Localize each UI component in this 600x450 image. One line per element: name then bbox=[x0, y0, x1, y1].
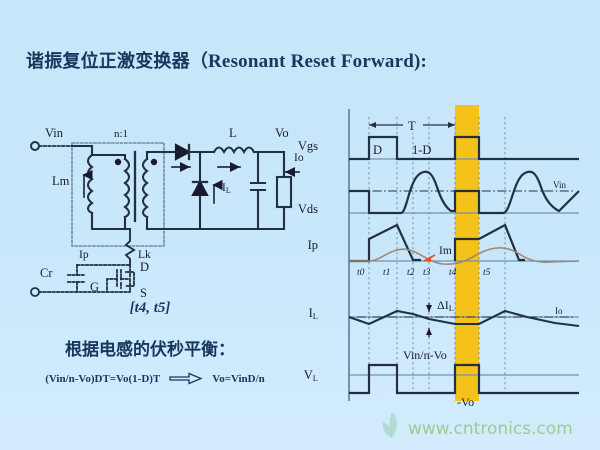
label-drain: D bbox=[140, 260, 149, 274]
label-duty-on: D bbox=[373, 143, 382, 157]
label-inductor: L bbox=[229, 126, 237, 140]
label-lk: Lk bbox=[138, 249, 151, 261]
label-im: Im bbox=[439, 245, 452, 257]
label-source: S bbox=[140, 286, 147, 300]
interval-label: [t4, t5] bbox=[129, 300, 171, 316]
formula-right-side: Vo=VinD/n bbox=[212, 372, 265, 385]
page-title-paren-close: ): bbox=[414, 51, 428, 72]
time-mark-t0: t0 bbox=[357, 268, 365, 278]
axis-label-vgs: Vgs bbox=[298, 139, 318, 153]
label-io: Io bbox=[294, 152, 304, 164]
trace-im bbox=[349, 247, 580, 266]
label-delta-il: ΔIL bbox=[437, 298, 454, 313]
time-mark-t3: t3 bbox=[423, 268, 431, 278]
label-duty-off: 1-D bbox=[412, 143, 431, 157]
watermark-text: www.cntronics.com bbox=[408, 419, 573, 439]
page-title: 谐振复位正激变换器（Resonant Reset Forward): bbox=[26, 47, 427, 73]
axis-label-vds: Vds bbox=[298, 202, 318, 216]
axis-label-vl: VL bbox=[304, 368, 318, 383]
axis-label-il: IL bbox=[309, 306, 318, 321]
page-title-chinese: 谐振复位正激变换器 bbox=[26, 51, 190, 72]
time-mark-t4: t4 bbox=[449, 268, 457, 278]
trace-vgs bbox=[349, 135, 579, 161]
time-mark-t5: t5 bbox=[483, 268, 491, 278]
formula-left-side: (Vin/n-Vo)DT=Vo(1-D)T bbox=[45, 372, 161, 385]
label-vin: Vin bbox=[45, 126, 64, 140]
volt-second-formula: (Vin/n-Vo)DT=Vo(1-D)T Vo=VinD/n bbox=[0, 372, 310, 385]
time-gridlines bbox=[368, 117, 506, 393]
arrow-right-icon bbox=[169, 372, 203, 385]
volt-second-balance-note: 根据电感的伏秒平衡： bbox=[65, 340, 235, 360]
page-title-english: Resonant Reset Forward bbox=[208, 51, 414, 72]
time-mark-t2: t2 bbox=[407, 268, 415, 278]
trace-vds bbox=[349, 170, 580, 215]
im-annotation: Im bbox=[423, 245, 452, 262]
label-vo: Vo bbox=[275, 126, 289, 140]
watermark-logo-icon bbox=[382, 412, 397, 438]
label-il: IL bbox=[222, 182, 231, 195]
label-turns-ratio: n:1 bbox=[114, 128, 128, 140]
highlight-band-t4-t5 bbox=[455, 105, 479, 401]
time-mark-t1: t1 bbox=[383, 268, 390, 278]
period-measure: T bbox=[369, 117, 455, 133]
label-vl-high: Vin/n-Vo bbox=[403, 348, 447, 362]
page-title-paren-open: （ bbox=[189, 51, 209, 72]
label-vin-level: Vin bbox=[553, 180, 566, 190]
label-gate: G bbox=[90, 280, 99, 294]
circuit-schematic: Vin n:1 Lm Ip Lk Cr G D S L Vo Io IL bbox=[30, 126, 304, 300]
time-marks: t0 t1 t2 t3 t4 t5 bbox=[357, 268, 491, 278]
trace-il bbox=[348, 309, 580, 328]
waveform-timing-diagram: T D 1-D Vin Im t0 t1 t2 t3 t4 t5 bbox=[298, 105, 580, 409]
trace-ip-second bbox=[453, 223, 525, 262]
label-ip: Ip bbox=[79, 249, 89, 261]
label-cr: Cr bbox=[40, 266, 53, 280]
label-io-level: Io bbox=[555, 306, 563, 316]
trace-vl bbox=[349, 363, 579, 395]
label-vl-low: -Vo bbox=[457, 395, 474, 409]
label-period: T bbox=[408, 119, 416, 133]
label-lm: Lm bbox=[52, 174, 70, 188]
axis-label-ip: Ip bbox=[308, 238, 318, 252]
